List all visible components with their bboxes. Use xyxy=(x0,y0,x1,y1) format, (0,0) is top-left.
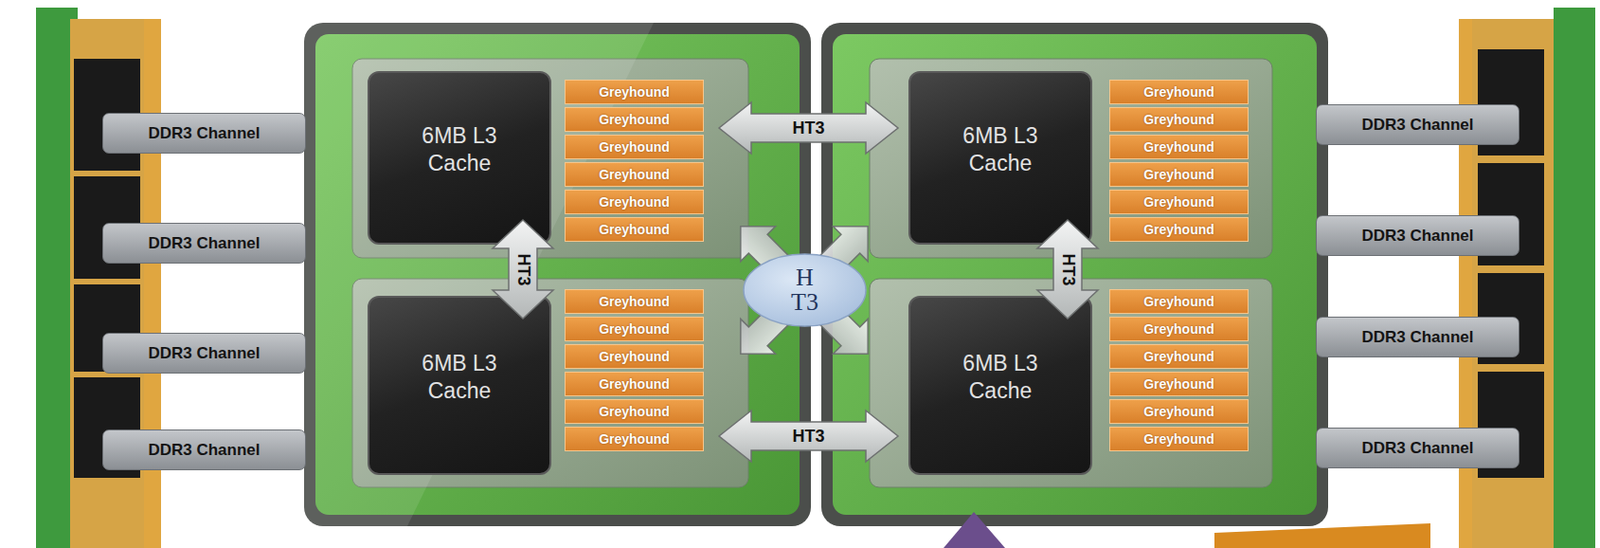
ddr3-channel-bar-label: DDR3 Channel xyxy=(1361,438,1474,458)
greyhound-core-label: Greyhound xyxy=(1143,431,1215,447)
greyhound-core: Greyhound xyxy=(564,371,704,396)
l3-cache-block: 6MB L3 Cache xyxy=(908,295,1093,475)
greyhound-core: Greyhound xyxy=(564,189,704,215)
greyhound-core-label: Greyhound xyxy=(1143,111,1215,127)
ht3-link-arrow: HT3 xyxy=(1037,219,1098,319)
ddr3-channel-bar-label: DDR3 Channel xyxy=(147,343,260,363)
l3-cache-block: 6MB L3 Cache xyxy=(367,71,552,245)
greyhound-core-label: Greyhound xyxy=(598,221,670,237)
ddr3-channel-bar-label: DDR3 Channel xyxy=(147,233,260,253)
ddr3-channel-bar-label: DDR3 Channel xyxy=(1361,226,1474,246)
greyhound-core: Greyhound xyxy=(1109,398,1249,424)
decor-shape xyxy=(1214,522,1431,548)
greyhound-core: Greyhound xyxy=(564,288,704,314)
greyhound-core: Greyhound xyxy=(564,216,704,242)
l3-cache-block: 6MB L3 Cache xyxy=(908,71,1093,245)
greyhound-core: Greyhound xyxy=(1109,134,1249,160)
ht3-hub-ellipse: H T3 xyxy=(742,252,867,327)
greyhound-core: Greyhound xyxy=(1109,426,1249,451)
ddr3-channel-bar-label: DDR3 Channel xyxy=(147,440,260,460)
greyhound-core: Greyhound xyxy=(564,79,704,105)
l3-cache-block: 6MB L3 Cache xyxy=(367,295,552,475)
greyhound-core-label: Greyhound xyxy=(598,348,670,364)
greyhound-core-label: Greyhound xyxy=(598,431,670,447)
greyhound-core: Greyhound xyxy=(1109,161,1249,187)
greyhound-core: Greyhound xyxy=(1109,79,1249,105)
greyhound-core: Greyhound xyxy=(1109,316,1249,342)
greyhound-core-label: Greyhound xyxy=(598,403,670,419)
greyhound-core: Greyhound xyxy=(1109,288,1249,314)
l3-cache-block-label: 6MB L3 Cache xyxy=(947,122,1054,178)
decor-pyramid xyxy=(943,511,1006,548)
greyhound-core-label: Greyhound xyxy=(598,321,670,337)
ddr3-channel-bar-label: DDR3 Channel xyxy=(1361,327,1474,347)
ht3-link-arrow: HT3 xyxy=(719,102,899,154)
greyhound-core-label: Greyhound xyxy=(1143,84,1215,100)
ht3-link-arrow-label: HT3 xyxy=(1057,252,1078,286)
ddr3-channel-bar: DDR3 Channel xyxy=(102,112,306,154)
greyhound-core-label: Greyhound xyxy=(1143,293,1215,309)
ddr3-channel-bar: DDR3 Channel xyxy=(1315,104,1520,145)
greyhound-core-label: Greyhound xyxy=(598,194,670,210)
greyhound-core: Greyhound xyxy=(1109,216,1249,242)
greyhound-core: Greyhound xyxy=(564,107,704,132)
greyhound-core-label: Greyhound xyxy=(598,293,670,309)
ht3-link-arrow-label: HT3 xyxy=(791,118,825,139)
greyhound-core-label: Greyhound xyxy=(598,139,670,155)
ht3-link-arrow-label: HT3 xyxy=(791,426,825,447)
l3-cache-block-label: 6MB L3 Cache xyxy=(406,349,513,405)
greyhound-core-label: Greyhound xyxy=(1143,403,1215,419)
processor-package-left xyxy=(304,22,811,526)
greyhound-core: Greyhound xyxy=(1109,189,1249,215)
ddr3-channel-bar: DDR3 Channel xyxy=(102,222,306,264)
ddr3-channel-bar: DDR3 Channel xyxy=(102,332,306,374)
l3-cache-block-label: 6MB L3 Cache xyxy=(406,122,513,178)
ht3-hub-ellipse-label: H T3 xyxy=(786,265,825,315)
greyhound-core-label: Greyhound xyxy=(1143,376,1215,392)
greyhound-core: Greyhound xyxy=(564,343,704,369)
greyhound-core-label: Greyhound xyxy=(1143,166,1215,182)
greyhound-core-label: Greyhound xyxy=(598,111,670,127)
ddr3-channel-bar: DDR3 Channel xyxy=(1315,215,1520,256)
ddr3-channel-bar-label: DDR3 Channel xyxy=(1361,115,1474,135)
greyhound-core: Greyhound xyxy=(564,134,704,160)
ddr3-channel-bar: DDR3 Channel xyxy=(1315,427,1520,468)
ht3-link-arrow-label: HT3 xyxy=(512,252,533,286)
greyhound-core-label: Greyhound xyxy=(598,84,670,100)
greyhound-core: Greyhound xyxy=(1109,371,1249,396)
ddr3-channel-bar: DDR3 Channel xyxy=(1315,316,1520,358)
ddr3-channel-bar: DDR3 Channel xyxy=(102,429,306,470)
greyhound-core-label: Greyhound xyxy=(598,166,670,182)
greyhound-core: Greyhound xyxy=(1109,107,1249,132)
greyhound-core: Greyhound xyxy=(564,316,704,342)
greyhound-core: Greyhound xyxy=(564,161,704,187)
ht3-link-arrow: HT3 xyxy=(719,410,899,462)
greyhound-core-label: Greyhound xyxy=(1143,194,1215,210)
hub-arrows xyxy=(722,208,885,371)
l3-cache-block-label: 6MB L3 Cache xyxy=(947,349,1054,405)
ddr3-channel-bar-label: DDR3 Channel xyxy=(147,124,260,144)
greyhound-core: Greyhound xyxy=(564,398,704,424)
greyhound-core: Greyhound xyxy=(564,426,704,451)
greyhound-core-label: Greyhound xyxy=(598,376,670,392)
processor-package-right xyxy=(821,22,1329,526)
greyhound-core: Greyhound xyxy=(1109,343,1249,369)
greyhound-core-label: Greyhound xyxy=(1143,221,1215,237)
greyhound-core-label: Greyhound xyxy=(1143,321,1215,337)
greyhound-core-label: Greyhound xyxy=(1143,139,1215,155)
greyhound-core-label: Greyhound xyxy=(1143,348,1215,364)
ht3-link-arrow: HT3 xyxy=(492,219,554,319)
